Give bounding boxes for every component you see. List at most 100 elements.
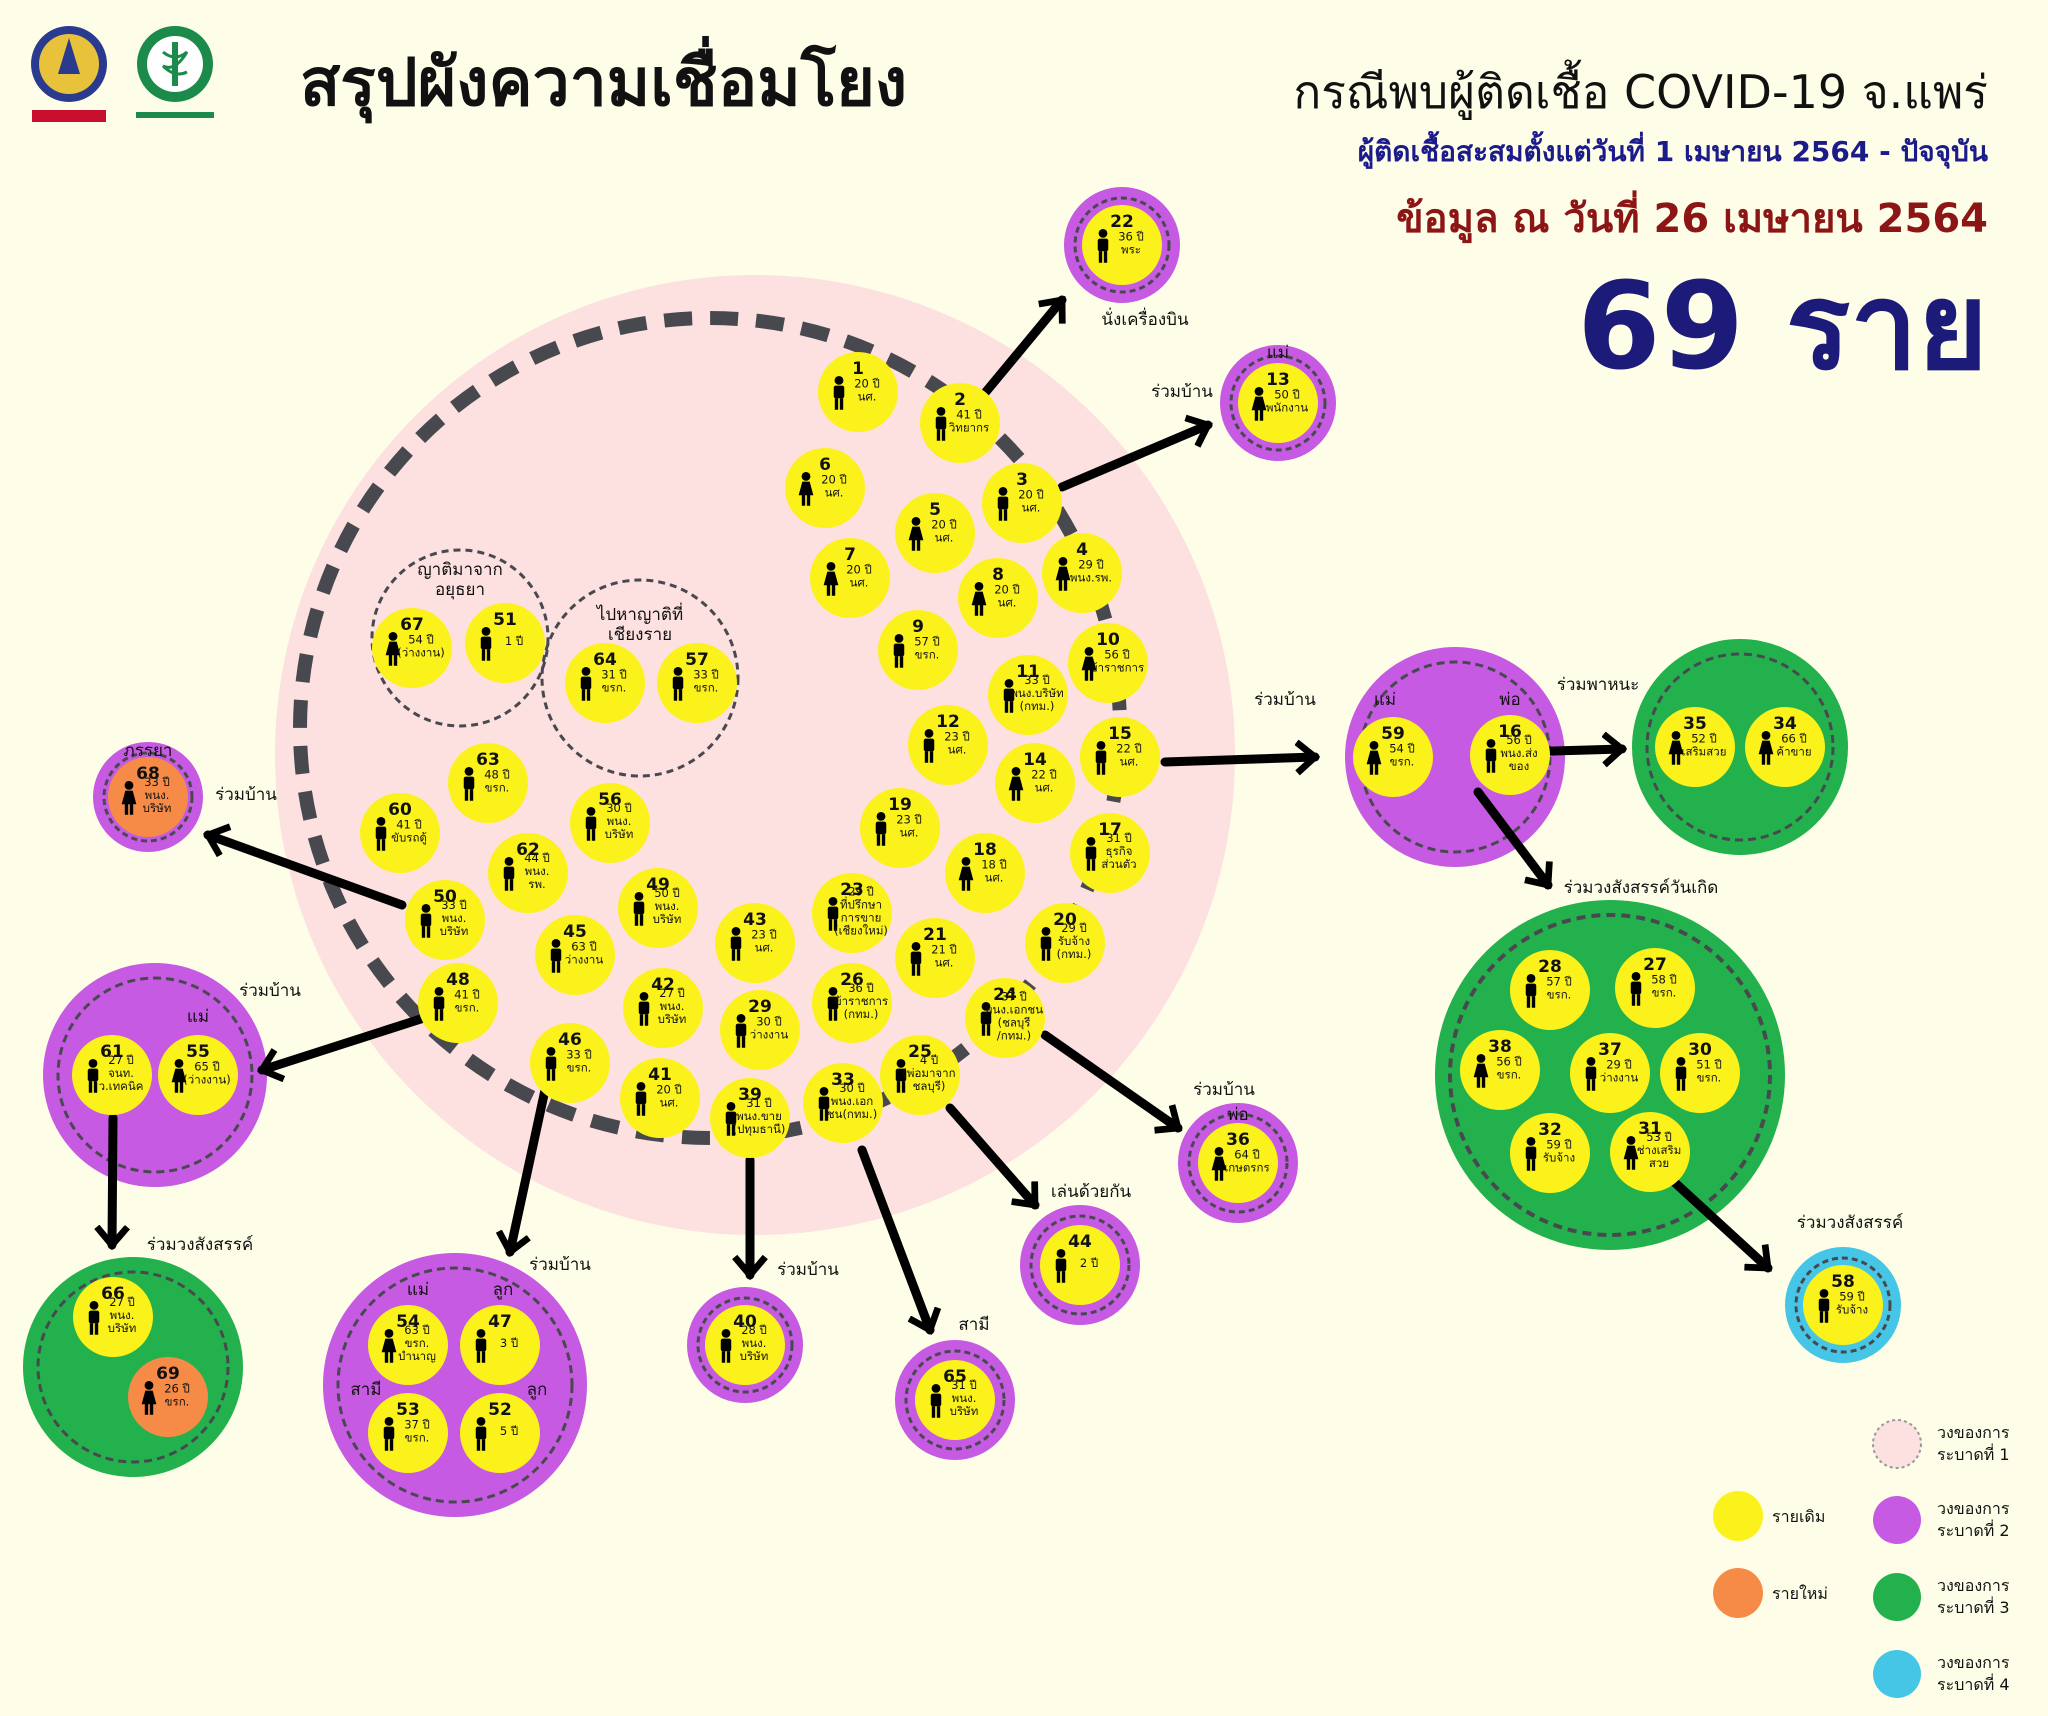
- case-info-line: นศ.: [998, 596, 1017, 610]
- case-number: 49: [646, 875, 670, 895]
- man-icon: [720, 1328, 732, 1363]
- woman-icon: [141, 1380, 157, 1415]
- case-info-line: (กทม.): [1020, 699, 1055, 713]
- case-info-line: ที่ปรึกษา: [840, 897, 882, 912]
- man-icon: [550, 938, 562, 973]
- person-case: 820 ปีนศ.: [958, 558, 1038, 638]
- case-bubble: [720, 990, 800, 1070]
- case-number: 36: [1226, 1130, 1250, 1150]
- case-number: 41: [648, 1065, 672, 1085]
- case-info-line: พนง.เอก: [831, 1094, 874, 1108]
- case-info-line: พนง.บริษัท: [1010, 686, 1063, 700]
- man-icon: [463, 766, 475, 801]
- case-info-line: (เชียงใหม่): [834, 924, 888, 938]
- case-number: 8: [992, 565, 1004, 585]
- legend-level3-swatch: [1873, 1573, 1921, 1621]
- cluster-35-34: [1632, 639, 1848, 855]
- person-case: 720 ปีนศ.: [810, 538, 890, 618]
- case-number: 51: [493, 610, 517, 630]
- case-bubble: [1353, 717, 1433, 797]
- man-icon: [383, 1416, 395, 1451]
- case-bubble: [1660, 1033, 1740, 1113]
- case-bubble: [1025, 903, 1105, 983]
- cluster-22-ring: [1073, 196, 1171, 294]
- cluster-birthday-ring: [1448, 913, 1772, 1237]
- case-bubble: [460, 1305, 540, 1385]
- case-info-line: (พ่อมาจาก: [902, 1066, 955, 1080]
- case-info-line: ของ: [1509, 759, 1529, 773]
- legend-old-case-swatch: [1713, 1491, 1763, 1541]
- label-birthday-party: ร่วมวงสังสรรค์วันเกิด: [1564, 878, 1719, 898]
- cluster-54-47-53-52-ring: [336, 1266, 574, 1504]
- man-icon: [895, 1058, 907, 1093]
- ministry-of-public-health-logo: [130, 22, 220, 132]
- case-number: 57: [685, 650, 709, 670]
- case-number: 45: [563, 922, 587, 942]
- case-info-line: 41 ปี: [956, 408, 982, 422]
- label-group-chiangrai-2: เชียงราย: [608, 625, 672, 645]
- case-info-line: บริษัท: [605, 827, 634, 841]
- person-case: 525 ปี: [460, 1393, 540, 1473]
- case-number: 44: [1068, 1232, 1092, 1252]
- case-number: 7: [844, 545, 856, 565]
- cluster-group-chiangrai-ring: [540, 578, 740, 778]
- case-info-line: จนท.: [108, 1066, 134, 1080]
- cluster-65-ring: [904, 1349, 1006, 1451]
- case-number: 32: [1538, 1120, 1562, 1140]
- case-info-line: 20 ปี: [821, 473, 847, 487]
- case-info-line: สวย: [1649, 1156, 1669, 1170]
- case-info-line: 57 ปี: [1546, 975, 1572, 989]
- case-info-line: (ปทุมธานี): [733, 1122, 786, 1136]
- case-number: 68: [136, 764, 160, 784]
- case-bubble: [1198, 1123, 1278, 1203]
- case-bubble: [488, 833, 568, 913]
- case-bubble: [705, 1305, 785, 1385]
- legend-level2-label-1: วงของการ: [1937, 1499, 2010, 1518]
- case-bubble: [108, 757, 188, 837]
- person-case: 957 ปีขรก.: [878, 610, 958, 690]
- case-number: 50: [433, 887, 457, 907]
- case-info-line: 54 ปี: [1389, 742, 1415, 756]
- man-icon: [420, 903, 432, 938]
- case-info-line: วิทยากร: [948, 421, 989, 435]
- person-case: 520 ปีนศ.: [895, 493, 975, 573]
- woman-icon: [1473, 1053, 1489, 1088]
- cluster-61-55: [43, 963, 267, 1187]
- case-bubble: [810, 538, 890, 618]
- case-number: 16: [1498, 722, 1522, 742]
- case-info-line: 56 ปี: [1506, 733, 1532, 747]
- legend-level1-label-1: วงของการ: [1937, 1423, 2010, 1442]
- woman-icon: [1211, 1146, 1227, 1181]
- label-wife-68: ภรรยา: [124, 741, 173, 761]
- case-bubble: [1510, 1113, 1590, 1193]
- case-number: 10: [1096, 630, 1120, 650]
- case-info-line: 33 ปี: [441, 898, 467, 912]
- man-icon: [1675, 1056, 1687, 1091]
- label-played-44: เล่นด้วยกัน: [1051, 1182, 1132, 1202]
- case-info-line: บริษัท: [658, 1012, 687, 1026]
- case-number: 46: [558, 1030, 582, 1050]
- case-bubble: [465, 603, 545, 683]
- case-info-line: รับจ้าง: [1836, 1303, 1868, 1317]
- person-case: 511 ปี: [465, 603, 545, 683]
- case-bubble: [1460, 1030, 1540, 1110]
- case-bubble: [1570, 1033, 1650, 1113]
- case-info-line: รับจ้าง: [1543, 1151, 1575, 1165]
- case-info-line: การขาย: [841, 911, 882, 925]
- arrow-61-to-66: [112, 1113, 113, 1245]
- woman-icon: [1758, 730, 1774, 765]
- arrow-25-to-44: [945, 1103, 1040, 1210]
- case-info-line: ข้าราชการ: [1090, 661, 1144, 675]
- man-icon: [1095, 740, 1107, 775]
- man-icon: [893, 633, 905, 668]
- case-info-line: เสริมสวย: [1682, 745, 1727, 759]
